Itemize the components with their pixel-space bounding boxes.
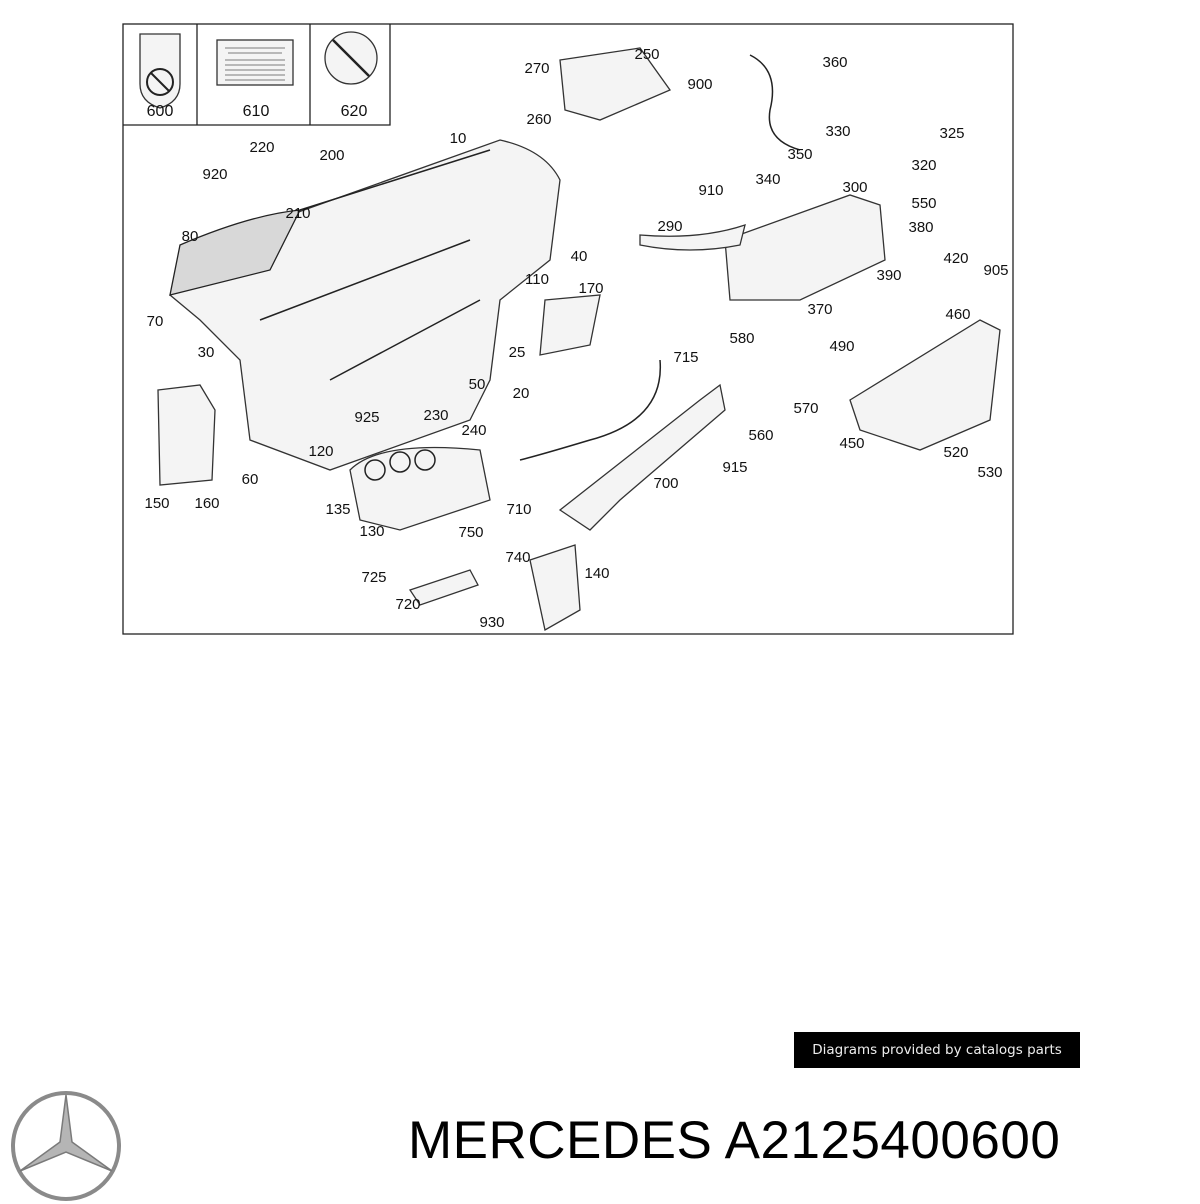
callout-450: 450 (839, 435, 864, 452)
callout-570: 570 (793, 400, 818, 417)
callout-80: 80 (182, 228, 199, 245)
airbag-label-610 (216, 39, 294, 86)
callout-725: 725 (361, 569, 386, 586)
callout-150: 150 (144, 495, 169, 512)
callout-120: 120 (308, 443, 333, 460)
callout-250: 250 (634, 46, 659, 63)
callout-370: 370 (807, 301, 832, 318)
callout-labels: 270 250 900 360 260 330 325 220 200 10 350 320 920 34… (144, 46, 1008, 631)
display-250 (559, 47, 671, 121)
cover-170 (539, 294, 601, 356)
callout-60: 60 (242, 471, 259, 488)
callout-160: 160 (194, 495, 219, 512)
callout-200: 200 (319, 147, 344, 164)
side-panel-150 (157, 384, 216, 486)
trim-strip-700 (558, 383, 726, 531)
part-title: MERCEDES A2125400600 (408, 1111, 1061, 1170)
mercedes-star-logo (11, 1091, 121, 1201)
callout-110: 110 (525, 271, 549, 288)
inset-label-600: 600 (147, 103, 174, 120)
callout-260: 260 (526, 111, 551, 128)
inset-label-610: 610 (243, 103, 270, 120)
callout-460: 460 (945, 306, 970, 323)
callout-135: 135 (325, 501, 350, 518)
callout-910: 910 (698, 182, 723, 199)
duct-290 (639, 224, 746, 251)
callout-340: 340 (755, 171, 780, 188)
callout-900: 900 (687, 76, 712, 93)
callout-320: 320 (911, 157, 936, 174)
callout-740: 740 (505, 549, 530, 566)
callout-10: 10 (450, 130, 467, 147)
callout-325: 325 (939, 125, 964, 142)
callout-925: 925 (354, 409, 379, 426)
callout-390: 390 (876, 267, 901, 284)
callout-920: 920 (202, 166, 227, 183)
callout-300: 300 (842, 179, 867, 196)
panel-720 (408, 569, 479, 606)
callout-350: 350 (787, 146, 812, 163)
glove-box-housing-300 (724, 194, 886, 301)
callout-50: 50 (469, 376, 486, 393)
callout-230: 230 (423, 407, 448, 424)
callout-220: 220 (249, 139, 274, 156)
callout-380: 380 (908, 219, 933, 236)
attribution-banner: Diagrams provided by catalogs parts (794, 1032, 1080, 1068)
glove-box-450 (849, 319, 1001, 451)
callout-720: 720 (395, 596, 420, 613)
callout-560: 560 (748, 427, 773, 444)
callout-715: 715 (673, 349, 698, 366)
callout-930: 930 (479, 614, 504, 631)
callout-30: 30 (198, 344, 215, 361)
inset-label-620: 620 (341, 103, 368, 120)
callout-330: 330 (825, 123, 850, 140)
callout-170: 170 (578, 280, 603, 297)
callout-905: 905 (983, 262, 1008, 279)
dashboard-parts (157, 47, 1001, 632)
callout-20: 20 (513, 385, 530, 402)
callout-40: 40 (571, 248, 588, 265)
callout-360: 360 (822, 54, 847, 71)
warning-sticker-620 (324, 31, 378, 85)
callout-490: 490 (829, 338, 854, 355)
callout-210: 210 (285, 205, 310, 222)
callout-140: 140 (584, 565, 609, 582)
callout-750: 750 (458, 524, 483, 541)
callout-580: 580 (729, 330, 754, 347)
callout-130: 130 (359, 523, 384, 540)
callout-710: 710 (506, 501, 531, 518)
callout-270: 270 (524, 60, 549, 77)
center-bezel-140 (529, 544, 581, 632)
callout-25: 25 (509, 344, 526, 361)
warning-sticker-600 (139, 33, 181, 109)
callout-700: 700 (653, 475, 678, 492)
callout-240: 240 (461, 422, 486, 439)
callout-70: 70 (147, 313, 164, 330)
callout-915: 915 (722, 459, 747, 476)
callout-550: 550 (911, 195, 936, 212)
callout-530: 530 (977, 464, 1002, 481)
callout-290: 290 (657, 218, 682, 235)
callout-420: 420 (943, 250, 968, 267)
label-insets: 600 610 620 (123, 24, 391, 126)
callout-520: 520 (943, 444, 968, 461)
